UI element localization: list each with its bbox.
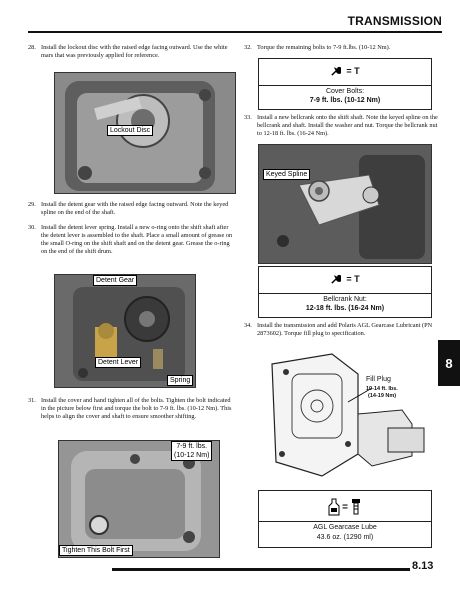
spec-title: Cover Bolts: (325, 88, 365, 95)
step-number: 34. (244, 322, 252, 329)
torque-wrench-icon (331, 66, 342, 76)
step-28: 28. Install the lockout disc with the ra… (28, 44, 233, 60)
spec-value: 12-18 ft. lbs. (16-24 Nm) (305, 305, 385, 312)
step-number: 28. (28, 44, 36, 51)
label-lockout-disc: Lockout Disc (107, 125, 154, 136)
photo-lockout-disc: Lockout Disc (54, 72, 236, 194)
step-30: 30. Install the detent lever spring. Ins… (28, 224, 233, 256)
step-32: 32. Torque the remaining bolts to 7-9 ft… (244, 44, 440, 52)
step-31: 31. Install the cover and hand tighten a… (28, 397, 233, 421)
step-text: Install the cover and hand tighten all o… (41, 397, 232, 421)
header-divider (28, 31, 442, 33)
step-number: 32. (244, 44, 252, 51)
page-number: 8.13 (412, 560, 434, 572)
photo-cover-bolts: 7-9 ft. lbs. (10-12 Nm) Tighten This Bol… (58, 440, 220, 558)
spec-value: 43.6 oz. (1290 ml) (316, 534, 374, 541)
step-number: 31. (28, 397, 36, 404)
spec-divider (259, 85, 431, 86)
step-29: 29. Install the detent gear with the rai… (28, 201, 233, 217)
label-detent-gear: Detent Gear (93, 275, 138, 286)
label-fill-plug-torque-nm: (14-19 Nm) (368, 393, 397, 399)
photo-bellcrank: Keyed Spline (258, 144, 432, 264)
spec-box-bellcrank: = T Bellcrank Nut: 12-18 ft. lbs. (16-24… (258, 266, 432, 318)
spec-divider (259, 293, 431, 294)
detent-gear-image (55, 275, 195, 387)
page-header-title: TRANSMISSION (347, 14, 442, 28)
spec-title: AGL Gearcase Lube (313, 524, 377, 531)
torque-callout-ftlbs: 7-9 ft. lbs. (176, 443, 208, 450)
step-number: 29. (28, 201, 36, 208)
spec-box-lubricant: = AGL Gearcase Lube 43.6 oz. (1290 ml) (258, 490, 432, 548)
spec-title: Bellcrank Nut: (323, 296, 367, 303)
photo-detent-assembly: Detent Gear Detent Lever Spring (54, 274, 196, 388)
torque-callout-nm: (10-12 Nm) (174, 452, 210, 459)
step-33: 33. Install a new bellcrank onto the shi… (244, 114, 440, 138)
chapter-tab: 8 (438, 340, 460, 386)
spec-divider (259, 521, 431, 522)
step-34: 34. Install the transmission and add Pol… (244, 322, 440, 338)
illustration-transmission: Fill Plug 10-14 ft. lbs. (14-19 Nm) (262, 344, 432, 484)
step-text: Install a new bellcrank onto the shift s… (257, 114, 438, 138)
torque-symbol-row: = T (259, 63, 431, 79)
torque-symbol-row: = T (259, 271, 431, 287)
label-fill-plug: Fill Plug (366, 376, 391, 383)
drain-plug-icon (351, 499, 360, 515)
bellcrank-image (259, 145, 431, 263)
spec-value: 7-9 ft. lbs. (10-12 Nm) (309, 97, 381, 104)
oil-bottle-icon (328, 498, 340, 516)
step-text: Install the lockout disc with the raised… (41, 44, 228, 60)
label-tighten-first: Tighten This Bolt First (59, 545, 133, 556)
label-fill-plug-torque-ftlbs: 10-14 ft. lbs. (366, 386, 398, 392)
step-text: Install the detent gear with the raised … (41, 201, 229, 217)
step-number: 33. (244, 114, 252, 121)
torque-symbol: = T (346, 274, 360, 284)
lube-equals-symbol: = (342, 501, 348, 513)
label-keyed-spline: Keyed Spline (263, 169, 311, 180)
footer-divider (112, 568, 410, 571)
lube-symbol-row: = (315, 495, 375, 519)
transmission-housing-image (55, 73, 235, 193)
label-spring: Spring (167, 375, 194, 386)
step-text: Install the transmission and add Polaris… (257, 322, 433, 338)
label-detent-lever: Detent Lever (95, 357, 142, 368)
torque-symbol: = T (346, 66, 360, 76)
step-text: Install the detent lever spring. Install… (41, 224, 233, 256)
torque-wrench-icon (331, 274, 342, 284)
spec-box-cover-bolts: = T Cover Bolts: 7-9 ft. lbs. (10-12 Nm) (258, 58, 432, 110)
step-number: 30. (28, 224, 36, 231)
step-text: Torque the remaining bolts to 7-9 ft.lbs… (257, 44, 391, 51)
transmission-line-drawing (262, 344, 432, 484)
label-torque-callout: 7-9 ft. lbs. (10-12 Nm) (171, 441, 213, 461)
